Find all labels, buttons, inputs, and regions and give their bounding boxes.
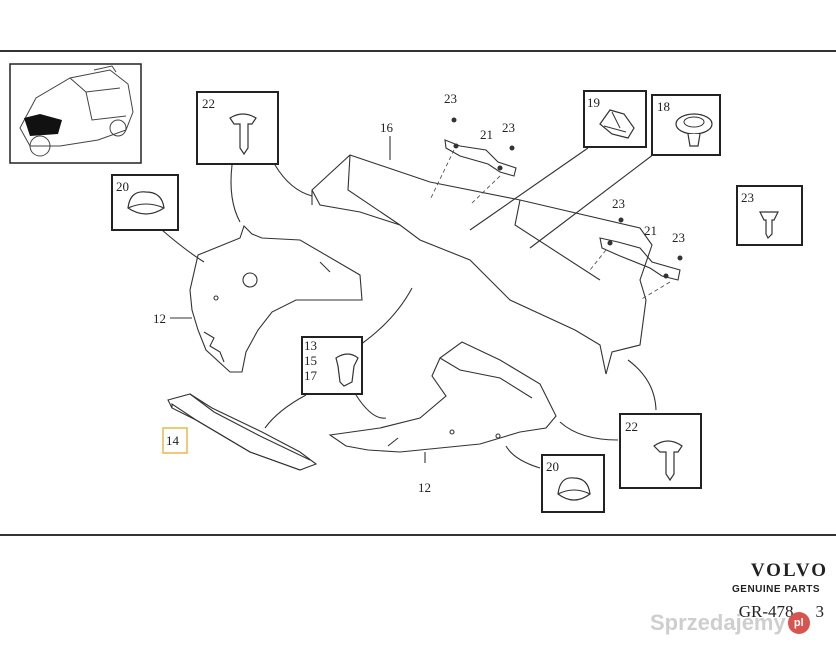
callout-box-20-bottom xyxy=(541,454,605,513)
label-23-b: 23 xyxy=(502,120,515,135)
label-17: 17 xyxy=(304,368,318,383)
highlight-box-14 xyxy=(162,427,188,454)
part-14-strip xyxy=(167,393,318,471)
callout-box-18 xyxy=(651,94,721,156)
label-23-e: 23 xyxy=(741,190,754,205)
label-16: 16 xyxy=(380,120,394,135)
watermark: Sprzedajemy pl xyxy=(650,610,810,636)
label-14: 14 xyxy=(166,433,180,448)
dashed-leaders xyxy=(429,149,671,301)
cap-icon xyxy=(127,191,165,215)
watermark-text: Sprzedajemy xyxy=(650,610,786,635)
callout-leaders xyxy=(161,136,657,469)
part-12-left-panel xyxy=(189,224,363,373)
callout-box-22-bottom xyxy=(619,413,702,489)
label-21-lower: 21 xyxy=(644,223,657,238)
label-23-d: 23 xyxy=(672,230,685,245)
push-rivet-icon xyxy=(229,113,257,156)
screw-23-markers xyxy=(451,117,683,261)
label-20-left: 20 xyxy=(116,179,129,194)
callout-box-23-right xyxy=(736,185,803,246)
reference-tail: 3 xyxy=(815,602,825,621)
part-21-bracket-lower xyxy=(599,237,681,281)
clip-icon xyxy=(599,109,635,139)
label-12-left: 12 xyxy=(153,311,166,326)
clip-fastener-icon xyxy=(335,353,359,387)
callout-box-19 xyxy=(583,90,647,148)
part-12-right-panel xyxy=(328,341,557,453)
label-19: 19 xyxy=(587,95,600,110)
push-rivet-icon-2 xyxy=(653,440,683,482)
callout-box-13-15-17 xyxy=(301,336,363,395)
label-21-upper: 21 xyxy=(480,127,493,142)
watermark-badge: pl xyxy=(787,612,810,634)
label-15: 15 xyxy=(304,353,317,368)
callout-box-20-left xyxy=(111,174,179,231)
car-overview-thumbnail xyxy=(9,63,142,164)
label-22-top: 22 xyxy=(202,96,215,111)
callout-box-22-top xyxy=(196,91,279,165)
label-13: 13 xyxy=(304,338,317,353)
diagram-reference: GR-478 3 xyxy=(739,602,824,622)
label-23-c: 23 xyxy=(612,196,625,211)
cap-icon-2 xyxy=(557,477,591,501)
label-20-bottom: 20 xyxy=(546,459,559,474)
label-23-a: 23 xyxy=(444,91,457,106)
screw-icon xyxy=(759,211,779,240)
part-21-bracket-upper xyxy=(444,139,517,177)
label-12-right: 12 xyxy=(418,480,431,495)
label-18: 18 xyxy=(657,99,670,114)
label-22-bottom: 22 xyxy=(625,419,638,434)
part-16-long-shield xyxy=(311,154,653,375)
brand-name: VOLVO xyxy=(750,560,828,581)
brand-subtitle: GENUINE PARTS xyxy=(732,584,820,595)
reference-main: GR-478 xyxy=(738,602,794,621)
